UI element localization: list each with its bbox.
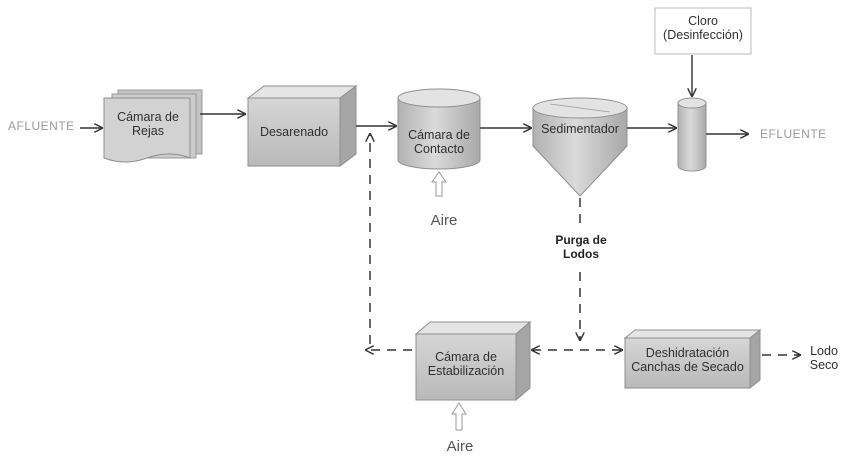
- camara-estabilizacion-node: [414, 320, 532, 402]
- camara-rejas-node: [103, 89, 203, 163]
- efluente-label: EFLUENTE: [760, 127, 827, 141]
- aire-estabilizacion-label: Aire: [446, 438, 474, 455]
- desarenado-label: Desarenado: [259, 125, 329, 139]
- purga-line2: Lodos: [563, 246, 599, 261]
- deshidratacion-line1: Deshidratación: [645, 346, 730, 360]
- camara-contacto-node: [397, 88, 481, 170]
- deshidratacion-node: [623, 328, 762, 390]
- lodo-seco-line2: Seco: [809, 358, 839, 373]
- camara-contacto-line1: Cámara de: [408, 128, 470, 142]
- camara-contacto-line2: Contacto: [413, 142, 465, 157]
- estabilizacion-line2: Estabilización: [427, 364, 505, 379]
- clorador-node: [677, 97, 707, 172]
- deshidratacion-label: Deshidratación Canchas de Secado: [625, 346, 750, 375]
- deshidratacion-line2: Canchas de Secado: [631, 360, 744, 375]
- lodo-seco-line1: Lodo: [810, 344, 838, 358]
- purga-lodos-label: Purga de Lodos: [542, 233, 620, 262]
- estabilizacion-line1: Cámara de: [435, 350, 497, 364]
- cloro-line2: (Desinfección): [663, 28, 743, 43]
- sedimentador-label: Sedimentador: [541, 122, 619, 136]
- desarenado-node: [246, 85, 358, 167]
- cloro-label: Cloro (Desinfección): [655, 14, 751, 43]
- aire-contacto-arrow-icon: [431, 171, 447, 197]
- purga-line1: Purga de: [555, 233, 607, 247]
- camara-contacto-label: Cámara de Contacto: [398, 128, 480, 157]
- cloro-line1: Cloro: [688, 14, 718, 28]
- camara-estabilizacion-label: Cámara de Estabilización: [416, 350, 516, 379]
- lodo-seco-label: Lodo Seco: [806, 344, 842, 373]
- cloro-box: [654, 7, 752, 55]
- camara-rejas-label: Cámara de Rejas: [106, 110, 190, 139]
- camara-rejas-line2: Rejas: [132, 124, 164, 139]
- aire-estabilizacion-arrow-icon: [451, 402, 467, 431]
- sedimentador-node: [532, 97, 628, 197]
- camara-rejas-line1: Cámara de: [117, 110, 179, 124]
- aire-contacto-label: Aire: [430, 212, 458, 229]
- afluente-label: AFLUENTE: [8, 119, 75, 133]
